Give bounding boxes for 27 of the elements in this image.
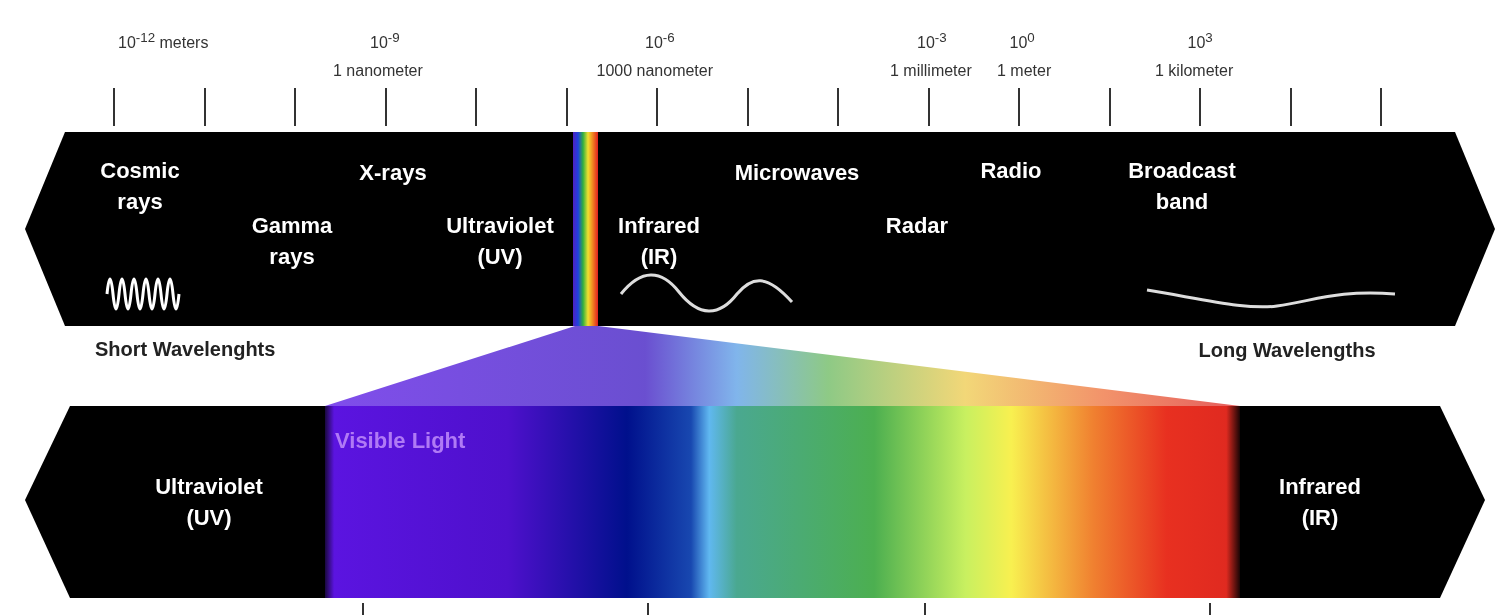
wavelength-label: Long Wavelengths xyxy=(1198,338,1376,362)
band-label: Gamma rays xyxy=(250,212,334,271)
scale-label: 10$^{-9}$ xyxy=(370,29,400,54)
band-label: Ultraviolet (UV) xyxy=(154,473,264,532)
band-label: Infrared (IR) xyxy=(617,212,701,271)
scale-label: 1000 nanometer xyxy=(596,61,714,81)
scale-label: 1 millimeter xyxy=(890,61,972,81)
scale-label: 1 kilometer xyxy=(1155,61,1234,81)
scale-label: 1 nanometer xyxy=(333,61,423,81)
band-label: Radar xyxy=(884,212,950,240)
band-label: Microwaves xyxy=(733,159,861,187)
scale-label: 10$^{-12}$ meters xyxy=(118,29,209,54)
scale-label: 10$^{-3}$ xyxy=(917,29,947,54)
band-label: Cosmic rays xyxy=(99,157,181,216)
band-label: Broadcast band xyxy=(1127,157,1237,216)
scale-label: 10$^{0}$ xyxy=(1009,29,1035,54)
band-label: Ultraviolet (UV) xyxy=(445,212,555,271)
band-label: Radio xyxy=(979,157,1043,185)
scale-label: 10$^{-6}$ xyxy=(645,29,675,54)
scale-label: 10$^{3}$ xyxy=(1187,29,1213,54)
spectrum-band xyxy=(25,406,1485,598)
wavelength-label: Short Wavelenghts xyxy=(95,337,276,361)
spectrum-band xyxy=(25,132,1495,326)
band-label: Infrared (IR) xyxy=(1278,473,1362,532)
band-label: Visible Light xyxy=(335,427,467,455)
band-label: X-rays xyxy=(358,159,428,187)
scale-label: 1 meter xyxy=(997,61,1052,81)
